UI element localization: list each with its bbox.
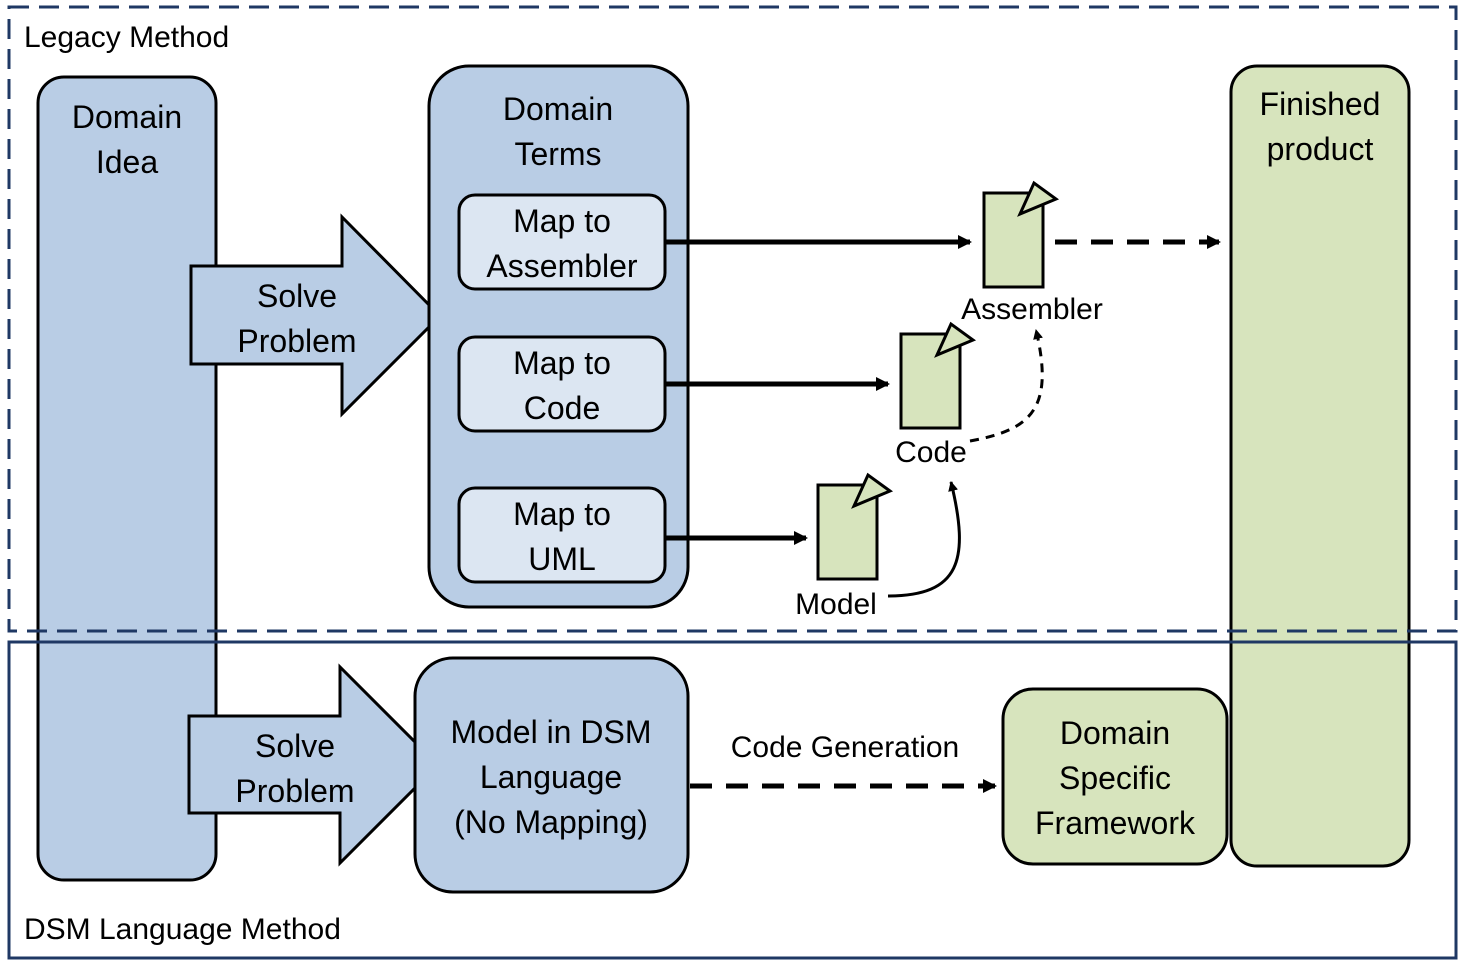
domain-idea-line1: Domain [72,99,182,135]
finished-product-box: Finished product [1229,64,1411,868]
map-code-line1: Map to [513,345,611,381]
solve-problem-arrow-top: Solve Problem [189,213,443,418]
dsm-method-frame [7,640,1458,960]
assembler-document-icon [982,180,1060,289]
map-uml-line2: UML [528,541,596,577]
domain-specific-framework-box: Domain Specific Framework [1001,687,1229,866]
solve-top-line2: Problem [237,323,356,359]
map-to-code-box: Map to Code [457,335,667,433]
solve-bottom-line2: Problem [235,773,354,809]
map-assembler-line2: Assembler [486,248,638,284]
domain-idea-line2: Idea [96,144,158,180]
arrow-model-to-code [887,481,961,598]
dsm-method-title: DSM Language Method [24,913,341,946]
map-to-uml-box: Map to UML [457,486,667,584]
model-dsm-line3: (No Mapping) [454,804,648,840]
framework-line1: Domain [1060,715,1170,751]
finished-product-line1: Finished [1260,86,1381,122]
model-doc-label: Model [795,588,877,621]
code-generation-label: Code Generation [731,731,960,764]
map-code-line2: Code [524,390,601,426]
arrow-code-to-assembler [969,329,1044,443]
finished-product-line2: product [1267,131,1374,167]
code-doc-label: Code [895,436,967,469]
model-dsm-line1: Model in DSM [451,714,652,750]
model-in-dsm-box: Model in DSM Language (No Mapping) [413,656,690,894]
legacy-method-frame [7,5,1458,633]
model-document-icon [816,472,894,581]
assembler-doc-label: Assembler [961,293,1103,326]
map-uml-line1: Map to [513,496,611,532]
framework-line2: Specific [1059,760,1171,796]
legacy-method-title: Legacy Method [24,21,229,54]
code-document-icon [899,321,977,430]
framework-line3: Framework [1035,805,1196,841]
map-to-assembler-box: Map to Assembler [457,193,667,291]
model-dsm-line2: Language [480,759,622,795]
solve-bottom-line1: Solve [255,728,335,764]
domain-idea-box: Domain Idea [36,75,218,882]
solve-problem-arrow-bottom: Solve Problem [187,663,441,867]
solve-top-line1: Solve [257,278,337,314]
domain-terms-line2: Terms [514,136,601,172]
map-assembler-line1: Map to [513,203,611,239]
domain-terms-line1: Domain [503,91,613,127]
